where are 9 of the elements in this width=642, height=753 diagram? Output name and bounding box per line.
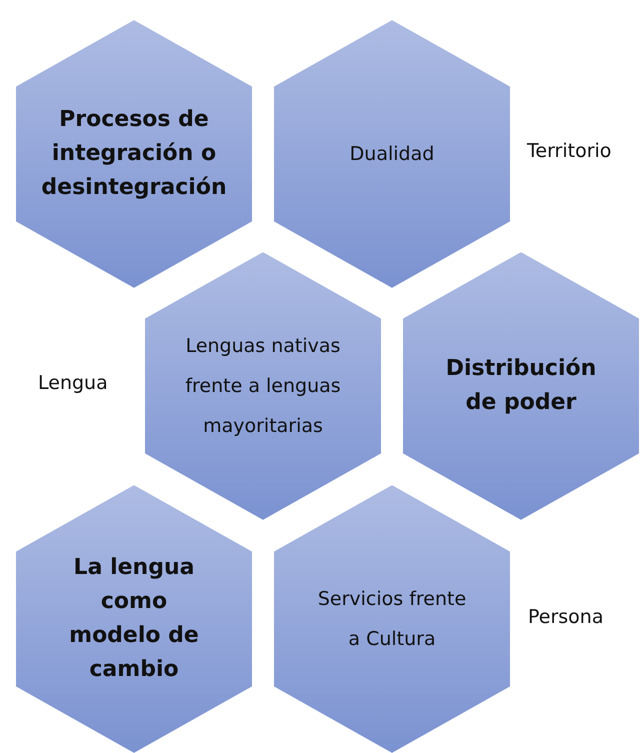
hexagon-label: Procesos de integración o desintegración	[41, 106, 227, 202]
side-label: Territorio	[527, 140, 612, 162]
hexagon-label: Servicios frente a Cultura	[316, 587, 468, 652]
hexagon-label: Lenguas nativas frente a lenguas mayoritarias	[184, 334, 342, 439]
side-label: Lengua	[38, 372, 108, 394]
hexagon-label: La lengua como modelo de cambio	[68, 554, 200, 684]
hexagon-label: Dualidad	[350, 142, 434, 167]
side-label: Persona	[528, 606, 604, 628]
hexagon-label: Distribución de poder	[444, 355, 598, 417]
